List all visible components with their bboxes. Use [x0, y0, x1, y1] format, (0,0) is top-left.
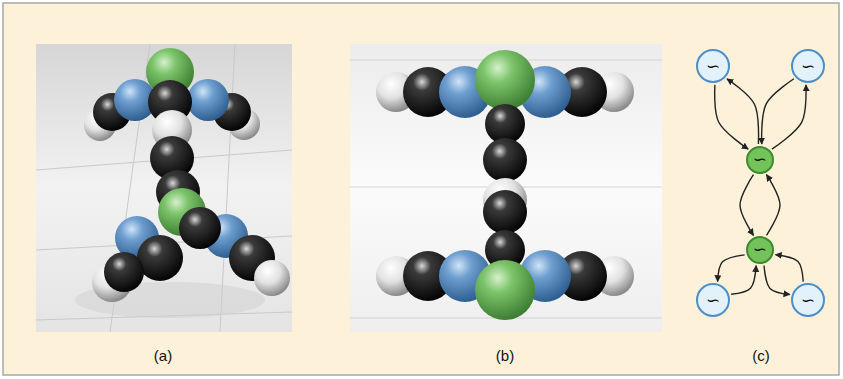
oscillator-symbol: ∽ — [706, 292, 720, 309]
coupling-arrow — [772, 85, 806, 149]
oscillator-symbol: ∽ — [801, 292, 815, 309]
panel-label: (b) — [496, 347, 514, 364]
coupling-arrow — [715, 85, 748, 149]
oscillator-circle: ∽ — [791, 49, 825, 83]
coupling-arrow — [767, 175, 780, 236]
panel-a-render — [36, 44, 292, 332]
coupling-arrow — [727, 79, 759, 144]
figure-frame — [3, 3, 839, 375]
oscillator-symbol: ∽ — [753, 241, 767, 258]
oscillator-symbol: ∽ — [753, 151, 767, 168]
coupled-oscillator-circle: ∽ — [746, 146, 774, 174]
coupling-arrow — [764, 266, 790, 295]
oscillator-circle: ∽ — [696, 49, 730, 83]
coupling-arrow — [740, 175, 753, 236]
oscillator-circle: ∽ — [791, 283, 825, 317]
panel-label: (a) — [154, 347, 172, 364]
coupling-arrow — [775, 255, 803, 282]
coupling-arrow — [718, 255, 745, 282]
oscillator-circle: ∽ — [696, 283, 730, 317]
coupling-arrow — [731, 266, 756, 295]
coupling-arrow — [762, 79, 794, 144]
oscillator-symbol: ∽ — [706, 58, 720, 75]
oscillator-symbol: ∽ — [801, 58, 815, 75]
panel-b-render — [350, 44, 662, 332]
panel-label: (c) — [752, 347, 770, 364]
coupled-oscillator-circle: ∽ — [746, 236, 774, 264]
